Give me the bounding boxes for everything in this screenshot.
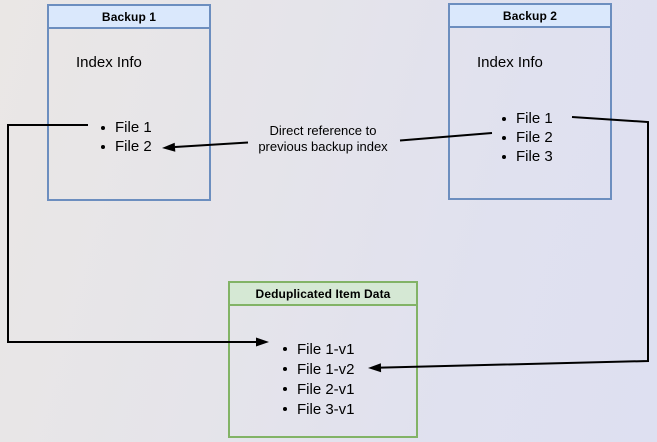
file-list-item: File 2 (101, 137, 152, 156)
file-label: File 1 (516, 110, 553, 127)
edge-label-line2: previous backup index (258, 139, 388, 154)
dedup-header: Deduplicated Item Data (230, 283, 416, 306)
backup1-index-info-label: Index Info (76, 54, 142, 71)
backup1-header: Backup 1 (49, 6, 209, 29)
list-item: File 1-v1 (283, 339, 355, 359)
backup1-node: Backup 1 Index Info File 1 File 2 (47, 4, 211, 201)
backup1-file-list: File 1 File 2 (101, 118, 152, 156)
bullet-icon (283, 407, 287, 411)
dedup-title: Deduplicated Item Data (255, 286, 391, 301)
item-label: File 3-v1 (297, 400, 355, 418)
item-label: File 2-v1 (297, 380, 355, 398)
bullet-icon (283, 347, 287, 351)
file-label: File 1 (115, 119, 152, 136)
file-list-item: File 3 (502, 147, 553, 166)
list-item: File 3-v1 (283, 399, 355, 419)
reference-edge-label: Direct reference to previous backup inde… (243, 123, 403, 155)
file-list-item: File 1 (502, 109, 553, 128)
bullet-icon (101, 125, 105, 130)
item-label: File 1-v2 (297, 360, 355, 378)
bullet-icon (283, 367, 287, 371)
backup2-title: Backup 2 (502, 8, 558, 23)
file-label: File 3 (516, 148, 553, 165)
list-item: File 1-v2 (283, 359, 355, 379)
bullet-icon (101, 144, 105, 149)
file-label: File 2 (115, 138, 152, 155)
edge-label-line1: Direct reference to (269, 123, 377, 138)
list-item: File 2-v1 (283, 379, 355, 399)
dedup-node: Deduplicated Item Data File 1-v1 File 1-… (228, 281, 418, 438)
bullet-icon (283, 387, 287, 391)
backup2-index-info-label: Index Info (477, 54, 543, 71)
file-list-item: File 1 (101, 118, 152, 137)
bullet-icon (502, 135, 506, 140)
backup2-node: Backup 2 Index Info File 1 File 2 File 3 (448, 3, 612, 200)
backup2-header: Backup 2 (450, 5, 610, 28)
bullet-icon (502, 154, 506, 159)
backup1-title: Backup 1 (101, 9, 157, 24)
item-label: File 1-v1 (297, 340, 355, 358)
bullet-icon (502, 116, 506, 121)
dedup-item-list: File 1-v1 File 1-v2 File 2-v1 File 3-v1 (283, 339, 355, 419)
backup2-file-list: File 1 File 2 File 3 (502, 109, 553, 166)
file-list-item: File 2 (502, 128, 553, 147)
file-label: File 2 (516, 129, 553, 146)
